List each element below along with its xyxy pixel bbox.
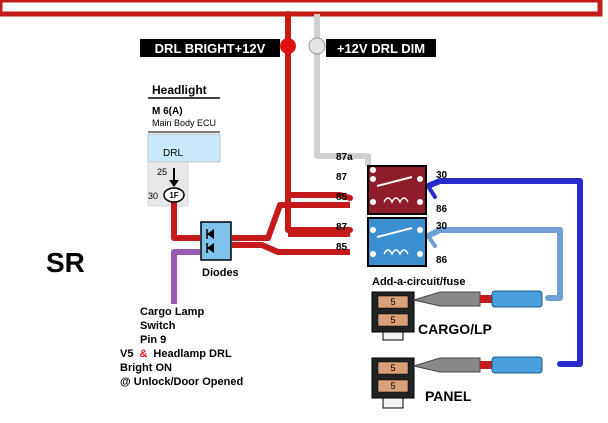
region-label: SR [46, 247, 85, 278]
relay-top-pin-87a: 87a [336, 152, 353, 163]
note-line-4-part-2: Headlamp DRL [153, 348, 232, 360]
fuse-cargo-top-rating: 5 [390, 297, 395, 307]
ecu-name: Main Body ECU [152, 118, 216, 128]
note-ampersand: & [139, 348, 147, 360]
drl-label: DRL [163, 148, 183, 159]
relay-top-pin-87: 87 [336, 172, 348, 183]
blue-wires [425, 178, 583, 367]
drl-bright-splice-dot [280, 38, 296, 54]
note-line-1: Cargo Lamp [140, 306, 204, 318]
note-line-2: Switch [140, 320, 176, 332]
drl-bright-label-box: DRL BRIGHT+12V [140, 39, 280, 57]
relay-top-pin-30: 30 [436, 170, 448, 181]
relay-top-pin-86: 86 [436, 204, 448, 215]
headlight-title: Headlight [152, 83, 207, 97]
note-line-3: Pin 9 [140, 334, 166, 346]
add-a-circuit-label: Add-a-circuit/fuse [372, 276, 466, 288]
headlight-ecu: Headlight M 6(A) Main Body ECU DRL 25 30 [147, 83, 221, 207]
note-line-5: Bright ON [120, 362, 172, 374]
note-line-6: @ Unlock/Door Opened [120, 376, 243, 388]
drl-bright-label: DRL BRIGHT+12V [155, 41, 266, 56]
relay-bottom: 87 85 30 86 [336, 217, 448, 267]
note-line-4: V5&Headlamp DRL [120, 348, 232, 360]
drl-dim-label: +12V DRL DIM [337, 41, 425, 56]
drl-dim-label-box: +12V DRL DIM [326, 39, 436, 57]
drl-dim-wire [314, 14, 371, 166]
fuse-panel-top-rating: 5 [390, 363, 395, 373]
diode-relay-wires [232, 202, 350, 255]
diodes-label: Diodes [202, 267, 239, 279]
ecu-code: M 6(A) [152, 106, 183, 117]
relay-bottom-pin-86: 86 [436, 255, 448, 266]
fuse-cargo-label: CARGO/LP [418, 321, 492, 337]
relay-bottom-pin-85: 85 [336, 242, 348, 253]
purple-wire [171, 249, 200, 304]
relay-top-pin-85: 85 [336, 192, 348, 203]
fuse-cargo: 5 5 CARGO/LP [371, 290, 543, 341]
fuse-panel-label: PANEL [425, 388, 472, 404]
drl-bright-wire [285, 11, 353, 233]
relay-bottom-pin-87: 87 [336, 222, 348, 233]
note-line-4-part-1: V5 [120, 348, 133, 360]
fuse-1f-connector: 1F [163, 187, 185, 203]
top-harness [0, 0, 603, 17]
pin-25-label: 25 [157, 167, 167, 177]
diodes-block: Diodes [200, 221, 239, 279]
fuse-cargo-bottom-rating: 5 [390, 315, 395, 325]
ecu-output-wire [171, 200, 200, 241]
fuse-1f-label: 1F [169, 191, 178, 200]
relay-bottom-pin-30: 30 [436, 221, 448, 232]
pin-30-label: 30 [148, 191, 158, 201]
cargo-lamp-note: Cargo Lamp Switch Pin 9 V5&Headlamp DRL … [120, 306, 243, 388]
relay-top: 87a 87 85 30 86 [336, 152, 448, 215]
drl-dim-splice-dot [308, 37, 326, 55]
fuse-panel: 5 5 PANEL [371, 356, 543, 409]
fuse-panel-bottom-rating: 5 [390, 381, 395, 391]
